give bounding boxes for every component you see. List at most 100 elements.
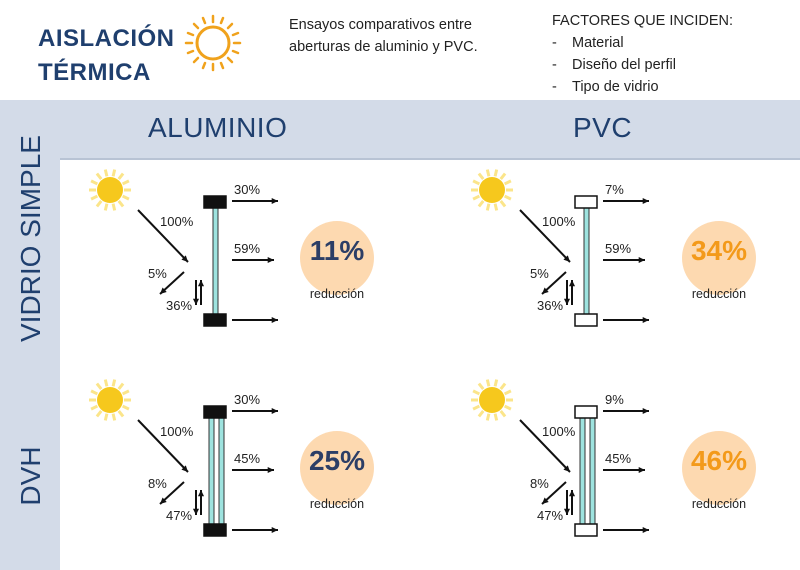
frame-bottom (203, 313, 227, 327)
glass-pane (212, 205, 219, 317)
reduction-value: 34% (690, 235, 748, 266)
window-diagram (89, 379, 278, 537)
frame-bottom (574, 313, 598, 327)
frame-transmission-arrow (603, 407, 649, 415)
frame-bottom-arrow (603, 316, 649, 324)
header: AISLACIÓN TÉRMICA Ensayos comparativos e… (0, 0, 800, 100)
cell-dvh-pvc: 9% 45% 100% 8% 47% 46% reducción (470, 378, 770, 548)
factor-label: Diseño del perfil (572, 57, 676, 73)
incoming-arrow (519, 419, 571, 473)
frame-bottom-arrow (232, 526, 278, 534)
reflected-percent-label: 8% (530, 476, 549, 491)
glass-pane (579, 415, 596, 527)
reflected-arrow (159, 271, 185, 295)
sun-icon (471, 379, 513, 421)
sun-icon (471, 169, 513, 211)
reduction-label: reducción (309, 497, 365, 511)
frame-bottom-arrow (232, 316, 278, 324)
glass-percent-label: 45% (605, 451, 632, 466)
convection-down-arrow (192, 490, 200, 515)
glass-transmission-arrow (603, 256, 645, 264)
reduction-value: 46% (690, 445, 748, 476)
reflected-percent-label: 5% (148, 266, 167, 281)
loss-percent-label: 47% (537, 508, 564, 523)
description: Ensayos comparativos entre aberturas de … (289, 17, 478, 55)
frame-transmission-arrow (232, 197, 278, 205)
incoming-percent-label: 100% (542, 424, 576, 439)
column-header-band (0, 100, 800, 160)
factors-title: FACTORES QUE INCIDEN: (552, 13, 734, 29)
row-header-vidrio-simple: VIDRIO SIMPLE (15, 135, 46, 342)
cell-vs-alu: 30%59%100%5%36%11%reducción (88, 168, 388, 338)
reduction-label: reducción (309, 287, 365, 301)
factor-item: -Material (552, 35, 624, 51)
window-diagram (471, 169, 649, 327)
frame-top (574, 405, 598, 419)
reduction-label: reducción (691, 497, 747, 511)
incoming-percent-label: 100% (160, 214, 194, 229)
reflected-arrow (541, 481, 567, 505)
sun-icon (89, 169, 131, 211)
reduction-badge: 34% (682, 221, 756, 295)
convection-up-arrow (197, 280, 205, 305)
convection-down-arrow (563, 280, 571, 305)
factor-item: -Tipo de vidrio (552, 79, 659, 95)
convection-up-arrow (568, 490, 576, 515)
reduction-badge: 25% (300, 431, 374, 505)
row-header-dvh: DVH (15, 446, 46, 506)
factor-label: Material (572, 35, 624, 51)
glass-percent-label: 59% (234, 241, 261, 256)
frame-percent-label: 30% (234, 182, 261, 197)
incoming-arrow (519, 209, 571, 263)
glass-pane (208, 415, 225, 527)
title-line-2: TÉRMICA (38, 59, 151, 86)
glass-pane (583, 205, 590, 317)
frame-bottom (574, 523, 598, 537)
convection-down-arrow (192, 280, 200, 305)
glass-transmission-arrow (232, 466, 274, 474)
reflected-percent-label: 5% (530, 266, 549, 281)
convection-up-arrow (197, 490, 205, 515)
row-header-band (0, 158, 60, 570)
loss-percent-label: 36% (537, 298, 564, 313)
factors-block: FACTORES QUE INCIDEN: -Material -Diseño … (552, 10, 792, 98)
reduction-value: 25% (308, 445, 366, 476)
reflected-arrow (541, 271, 567, 295)
glass-percent-label: 59% (605, 241, 632, 256)
frame-transmission-arrow (603, 197, 649, 205)
glass-percent-label: 45% (234, 451, 261, 466)
window-diagram (89, 169, 278, 327)
column-header-aluminio: ALUMINIO (148, 112, 288, 143)
sun-icon (89, 379, 131, 421)
factor-label: Tipo de vidrio (572, 79, 659, 95)
reflected-arrow (159, 481, 185, 505)
factor-item: -Diseño del perfil (552, 57, 676, 73)
incoming-percent-label: 100% (542, 214, 576, 229)
reduction-value: 11% (309, 235, 365, 266)
frame-percent-label: 9% (605, 392, 624, 407)
factors-list: -Material -Diseño del perfil -Tipo de vi… (552, 32, 792, 98)
frame-top (203, 195, 227, 209)
frame-percent-label: 30% (234, 392, 261, 407)
page-title: AISLACIÓN TÉRMICA (38, 22, 178, 90)
incoming-percent-label: 100% (160, 424, 194, 439)
frame-transmission-arrow (232, 407, 278, 415)
cell-dvh-alu: 30% 45% 100% 8% 47% 25% reducción (88, 378, 388, 548)
reduction-badge: 46% (682, 431, 756, 505)
column-header-pvc: PVC (573, 112, 633, 143)
reduction-label: reducción (691, 287, 747, 301)
loss-percent-label: 47% (166, 508, 193, 523)
cell-vs-pvc: 7%59%100%5%36%34%reducción (470, 168, 770, 338)
incoming-arrow (137, 419, 189, 473)
convection-down-arrow (563, 490, 571, 515)
reflected-percent-label: 8% (148, 476, 167, 491)
glass-transmission-arrow (603, 466, 645, 474)
frame-bottom (203, 523, 227, 537)
reduction-badge: 11% (300, 221, 374, 295)
glass-transmission-arrow (232, 256, 274, 264)
convection-up-arrow (568, 280, 576, 305)
window-diagram (471, 379, 649, 537)
incoming-arrow (137, 209, 189, 263)
frame-top (574, 195, 598, 209)
title-line-1: AISLACIÓN (38, 25, 175, 52)
